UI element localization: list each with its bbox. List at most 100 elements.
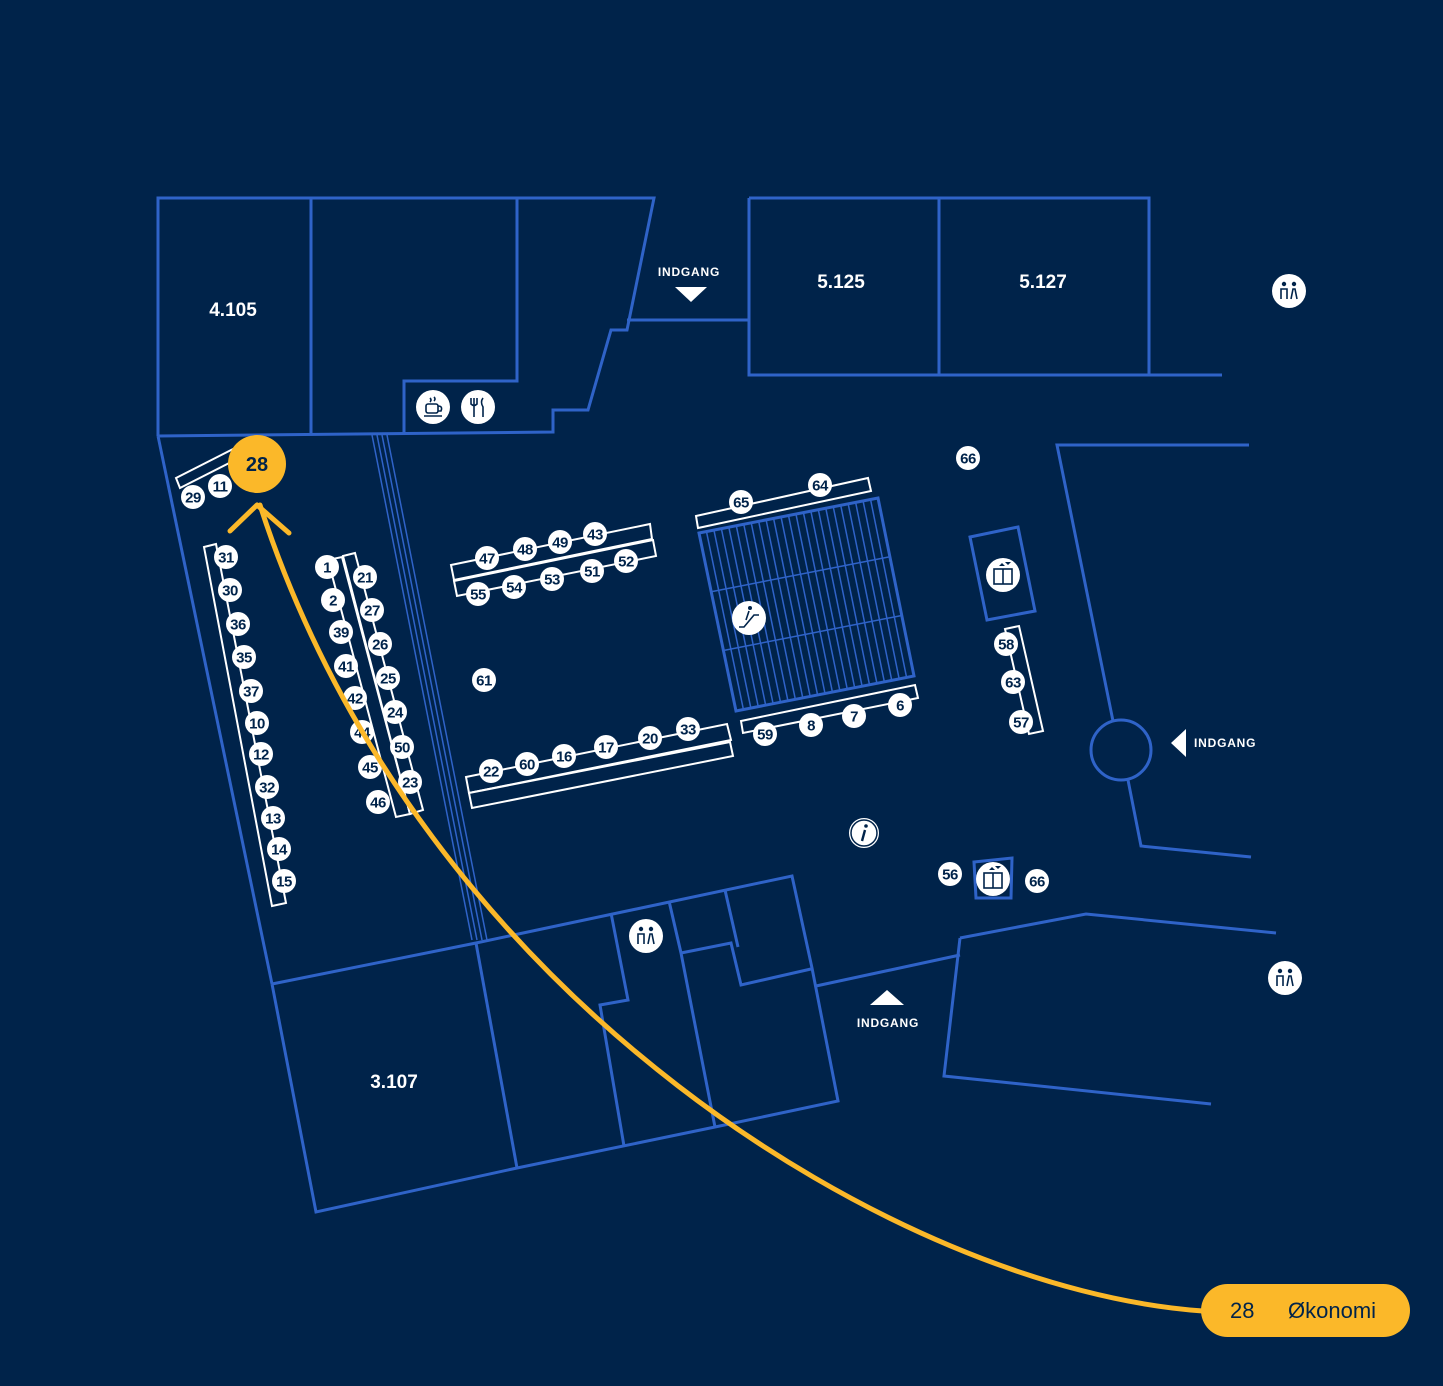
stall-badge[interactable]: 2 bbox=[321, 588, 345, 612]
stall-badge[interactable]: 54 bbox=[502, 575, 526, 599]
stall-badge[interactable]: 50 bbox=[390, 735, 414, 759]
escalator-step bbox=[765, 519, 804, 699]
stall-badge[interactable]: 53 bbox=[540, 567, 564, 591]
stall-number: 11 bbox=[213, 479, 228, 496]
stall-badge[interactable]: 41 bbox=[334, 654, 358, 678]
stall-badge[interactable]: 1 bbox=[315, 555, 339, 579]
elevator-icon[interactable] bbox=[976, 862, 1010, 896]
elevator-icon[interactable] bbox=[986, 558, 1020, 592]
stall-badge-circle bbox=[366, 790, 390, 814]
stall-badge[interactable]: 56 bbox=[938, 862, 962, 886]
stall-badge-circle bbox=[358, 755, 382, 779]
stall-badge[interactable]: 58 bbox=[994, 632, 1018, 656]
stall-badge[interactable]: 45 bbox=[358, 755, 382, 779]
stall-badge[interactable]: 36 bbox=[226, 612, 250, 636]
stall-badge-circle bbox=[466, 582, 490, 606]
stall-number: 46 bbox=[370, 795, 386, 812]
stall-number: 32 bbox=[259, 780, 275, 797]
stall-number: 54 bbox=[506, 580, 523, 597]
stall-badge[interactable]: 23 bbox=[398, 770, 422, 794]
restroom-icon[interactable] bbox=[1272, 274, 1306, 308]
stall-badge[interactable]: 8 bbox=[799, 713, 823, 737]
person-body bbox=[1280, 288, 1298, 300]
entrance-north[interactable]: INDGANG bbox=[658, 265, 720, 302]
stall-badge[interactable]: 66 bbox=[956, 446, 980, 470]
stall-badge-circle bbox=[245, 711, 269, 735]
stall-number: 48 bbox=[517, 542, 533, 559]
restaurant-icon[interactable] bbox=[461, 390, 495, 424]
stall-badge[interactable]: 12 bbox=[249, 742, 273, 766]
stall-badge[interactable]: 25 bbox=[376, 666, 400, 690]
stall-badge[interactable]: 64 bbox=[808, 473, 832, 497]
highlighted-stall-number: 28 bbox=[246, 454, 268, 476]
stall-badge[interactable]: 49 bbox=[548, 530, 572, 554]
stall-number: 14 bbox=[271, 842, 288, 859]
person-head bbox=[1287, 968, 1293, 974]
stall-badge-circle bbox=[638, 726, 662, 750]
stall-badge[interactable]: 46 bbox=[366, 790, 390, 814]
stall-badge[interactable]: 29 bbox=[181, 485, 205, 509]
stall-number: 56 bbox=[942, 867, 958, 884]
highlighted-stall-marker[interactable]: 28 bbox=[228, 435, 286, 493]
stall-badge[interactable]: 33 bbox=[676, 717, 700, 741]
stall-badge[interactable]: 7 bbox=[842, 704, 866, 728]
stall-badge[interactable]: 10 bbox=[245, 711, 269, 735]
restroom-icon[interactable] bbox=[629, 919, 663, 953]
stall-number: 60 bbox=[519, 757, 535, 774]
stall-number: 36 bbox=[230, 617, 246, 634]
stall-badge[interactable]: 13 bbox=[261, 806, 285, 830]
stall-badge-circle bbox=[956, 446, 980, 470]
restroom-icon[interactable] bbox=[1268, 961, 1302, 995]
stall-badge[interactable]: 48 bbox=[513, 537, 537, 561]
entrance-south[interactable]: INDGANG bbox=[857, 990, 919, 1030]
stall-badge-circle bbox=[329, 620, 353, 644]
stall-badge[interactable]: 57 bbox=[1009, 710, 1033, 734]
stall-badge[interactable]: 22 bbox=[479, 759, 503, 783]
stall-badge[interactable]: 35 bbox=[232, 645, 256, 669]
stall-badge[interactable]: 27 bbox=[360, 598, 384, 622]
stall-badge[interactable]: 15 bbox=[272, 869, 296, 893]
stall-badge-circle bbox=[594, 735, 618, 759]
stall-badge[interactable]: 30 bbox=[218, 578, 242, 602]
stall-badge-circle bbox=[994, 632, 1018, 656]
stall-number: 6 bbox=[896, 698, 904, 715]
stall-badge[interactable]: 61 bbox=[472, 668, 496, 692]
stall-number: 43 bbox=[587, 527, 603, 544]
stall-badge[interactable]: 6 bbox=[888, 693, 912, 717]
stall-badge[interactable]: 37 bbox=[239, 679, 263, 703]
stall-number: 1 bbox=[323, 560, 331, 577]
stall-badge[interactable]: 11 bbox=[208, 474, 232, 498]
entrance-north-arrow-icon bbox=[675, 287, 707, 302]
stall-number: 13 bbox=[265, 811, 281, 828]
stall-badge[interactable]: 21 bbox=[353, 565, 377, 589]
stall-badge[interactable]: 43 bbox=[583, 522, 607, 546]
stall-badge[interactable]: 26 bbox=[368, 632, 392, 656]
stall-number: 41 bbox=[338, 659, 354, 676]
coffee-icon[interactable] bbox=[416, 390, 450, 424]
stall-badge[interactable]: 20 bbox=[638, 726, 662, 750]
stall-badge[interactable]: 39 bbox=[329, 620, 353, 644]
stall-badge[interactable]: 66 bbox=[1025, 869, 1049, 893]
stall-badge[interactable]: 52 bbox=[614, 549, 638, 573]
stall-badge[interactable]: 24 bbox=[383, 700, 407, 724]
entrance-east[interactable]: INDGANG bbox=[1171, 729, 1256, 757]
stall-badge[interactable]: 16 bbox=[552, 744, 576, 768]
destination-callout[interactable]: 28 Økonomi bbox=[1201, 1284, 1410, 1337]
stall-badge[interactable]: 51 bbox=[580, 559, 604, 583]
stall-badge[interactable]: 63 bbox=[1001, 670, 1025, 694]
stall-badge[interactable]: 14 bbox=[267, 837, 291, 861]
stall-badge-circle bbox=[267, 837, 291, 861]
stall-badge-circle bbox=[614, 549, 638, 573]
info-icon[interactable] bbox=[847, 816, 881, 850]
stall-badge[interactable]: 65 bbox=[729, 490, 753, 514]
stall-badge[interactable]: 55 bbox=[466, 582, 490, 606]
person-head bbox=[1277, 968, 1283, 974]
stall-badge[interactable]: 31 bbox=[214, 545, 238, 569]
stall-badge[interactable]: 17 bbox=[594, 735, 618, 759]
stall-badge[interactable]: 47 bbox=[475, 546, 499, 570]
stall-badge[interactable]: 60 bbox=[515, 752, 539, 776]
escalator-icon[interactable] bbox=[732, 601, 766, 635]
stall-badge[interactable]: 32 bbox=[255, 775, 279, 799]
stall-number: 52 bbox=[618, 554, 634, 571]
stall-badge[interactable]: 59 bbox=[753, 722, 777, 746]
